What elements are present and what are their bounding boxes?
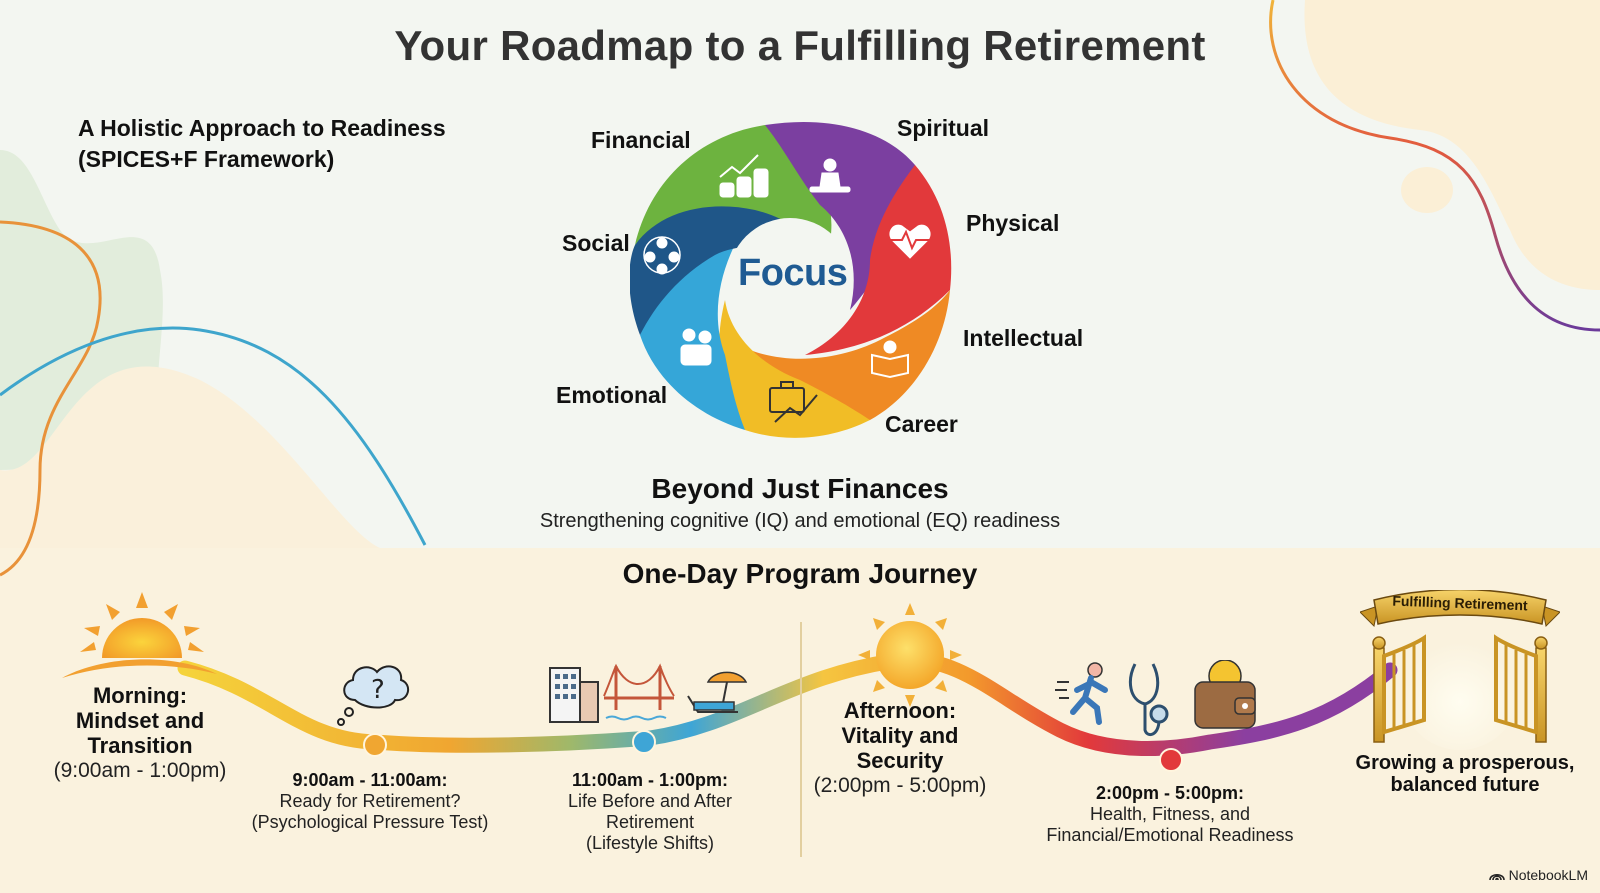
step-1-time: 9:00am - 11:00am: xyxy=(292,770,448,790)
segment-physical xyxy=(805,165,952,355)
step-2-desc-2: Retirement xyxy=(605,812,695,832)
step-dot-1 xyxy=(363,733,387,757)
beyond-finances-title: Beyond Just Finances xyxy=(651,473,949,504)
label-intellectual: Intellectual xyxy=(963,325,1084,351)
page-title: Your Roadmap to a Fulfilling Retirement xyxy=(394,22,1206,69)
framework-heading: A Holistic Approach to Readiness (SPICES… xyxy=(78,113,446,175)
coins-growth-icon xyxy=(719,154,769,198)
morning-time: (9:00am - 1:00pm) xyxy=(53,759,227,782)
beyond-finances-subtitle: Strengthening cognitive (IQ) and emotion… xyxy=(539,510,1061,532)
morning-title-3: Transition xyxy=(87,733,193,758)
step-3-desc-1: Health, Fitness, and xyxy=(1089,804,1251,824)
morning-afternoon-divider xyxy=(800,622,802,857)
step-3-desc-2: Financial/Emotional Readiness xyxy=(1046,825,1294,845)
watermark-text: NotebookLM xyxy=(1508,867,1588,883)
afternoon-title-2: Vitality and xyxy=(841,723,959,748)
label-physical: Physical xyxy=(966,210,1060,236)
stethoscope-icon xyxy=(1128,663,1169,737)
afternoon-title-3: Security xyxy=(856,748,944,773)
framework-heading-line2: (SPICES+F Framework) xyxy=(78,146,335,172)
running-person-icon xyxy=(1055,662,1108,725)
hug-icon xyxy=(680,328,712,366)
spices-wheel xyxy=(630,121,952,438)
health-finance-icons xyxy=(1055,660,1256,737)
focus-center-label: Focus xyxy=(738,252,848,294)
step-dot-2 xyxy=(632,730,656,754)
briefcase-growth-icon xyxy=(769,381,818,423)
afternoon-phase: Afternoon: Vitality and Security (2:00pm… xyxy=(800,698,1000,798)
label-social: Social xyxy=(562,230,630,256)
svg-text:?: ? xyxy=(371,675,385,705)
step-dot-3 xyxy=(1159,748,1183,772)
bridge-icon xyxy=(603,663,675,721)
label-career: Career xyxy=(885,411,958,437)
framework-heading-line1: A Holistic Approach to Readiness xyxy=(78,115,446,141)
afternoon-time: (2:00pm - 5:00pm) xyxy=(813,774,987,797)
journey-title: One-Day Program Journey xyxy=(622,558,978,589)
morning-phase: Morning: Mindset and Transition (9:00am … xyxy=(40,683,240,783)
office-building-icon xyxy=(549,667,599,723)
lifestyle-icons xyxy=(549,663,748,723)
notebooklm-watermark: NotebookLM xyxy=(1488,867,1588,883)
heart-pulse-icon xyxy=(889,224,931,259)
step-3-time: 2:00pm - 5:00pm: xyxy=(1095,783,1245,803)
morning-title-2: Mindset and xyxy=(75,708,205,733)
meditation-icon xyxy=(809,158,851,193)
label-financial: Financial xyxy=(591,127,691,153)
sun-icon xyxy=(858,603,962,707)
step-2-time: 11:00am - 1:00pm: xyxy=(571,770,729,790)
step-3: 2:00pm - 5:00pm: Health, Fitness, and Fi… xyxy=(1020,783,1320,846)
segment-financial xyxy=(635,125,832,275)
segment-career xyxy=(719,300,870,438)
people-network-icon xyxy=(643,236,681,275)
destination: Growing a prosperous, balanced future xyxy=(1350,752,1580,796)
afternoon-title-1: Afternoon: xyxy=(843,698,957,723)
step-2: 11:00am - 1:00pm: Life Before and After … xyxy=(530,770,770,854)
step-1-desc-2: (Psychological Pressure Test) xyxy=(251,812,489,832)
destination-line-1: Growing a prosperous, xyxy=(1355,752,1575,774)
book-lightbulb-icon xyxy=(871,340,909,379)
step-1-desc-1: Ready for Retirement? xyxy=(279,791,461,811)
sunrise-icon xyxy=(62,592,217,678)
destination-line-2: balanced future xyxy=(1390,774,1540,796)
open-gate-icon xyxy=(1360,590,1560,750)
label-spiritual: Spiritual xyxy=(897,115,990,141)
label-emotional: Emotional xyxy=(556,382,668,408)
step-1: 9:00am - 11:00am: Ready for Retirement? … xyxy=(240,770,500,833)
wallet-coin-icon xyxy=(1194,660,1256,729)
thought-bubble-question-icon: ? xyxy=(337,665,410,726)
morning-title-1: Morning: xyxy=(92,683,188,708)
step-2-desc-1: Life Before and After xyxy=(567,791,733,811)
notebooklm-logo-icon xyxy=(1488,873,1505,881)
beach-chair-umbrella-icon xyxy=(687,671,748,713)
step-2-desc-3: (Lifestyle Shifts) xyxy=(585,833,715,853)
